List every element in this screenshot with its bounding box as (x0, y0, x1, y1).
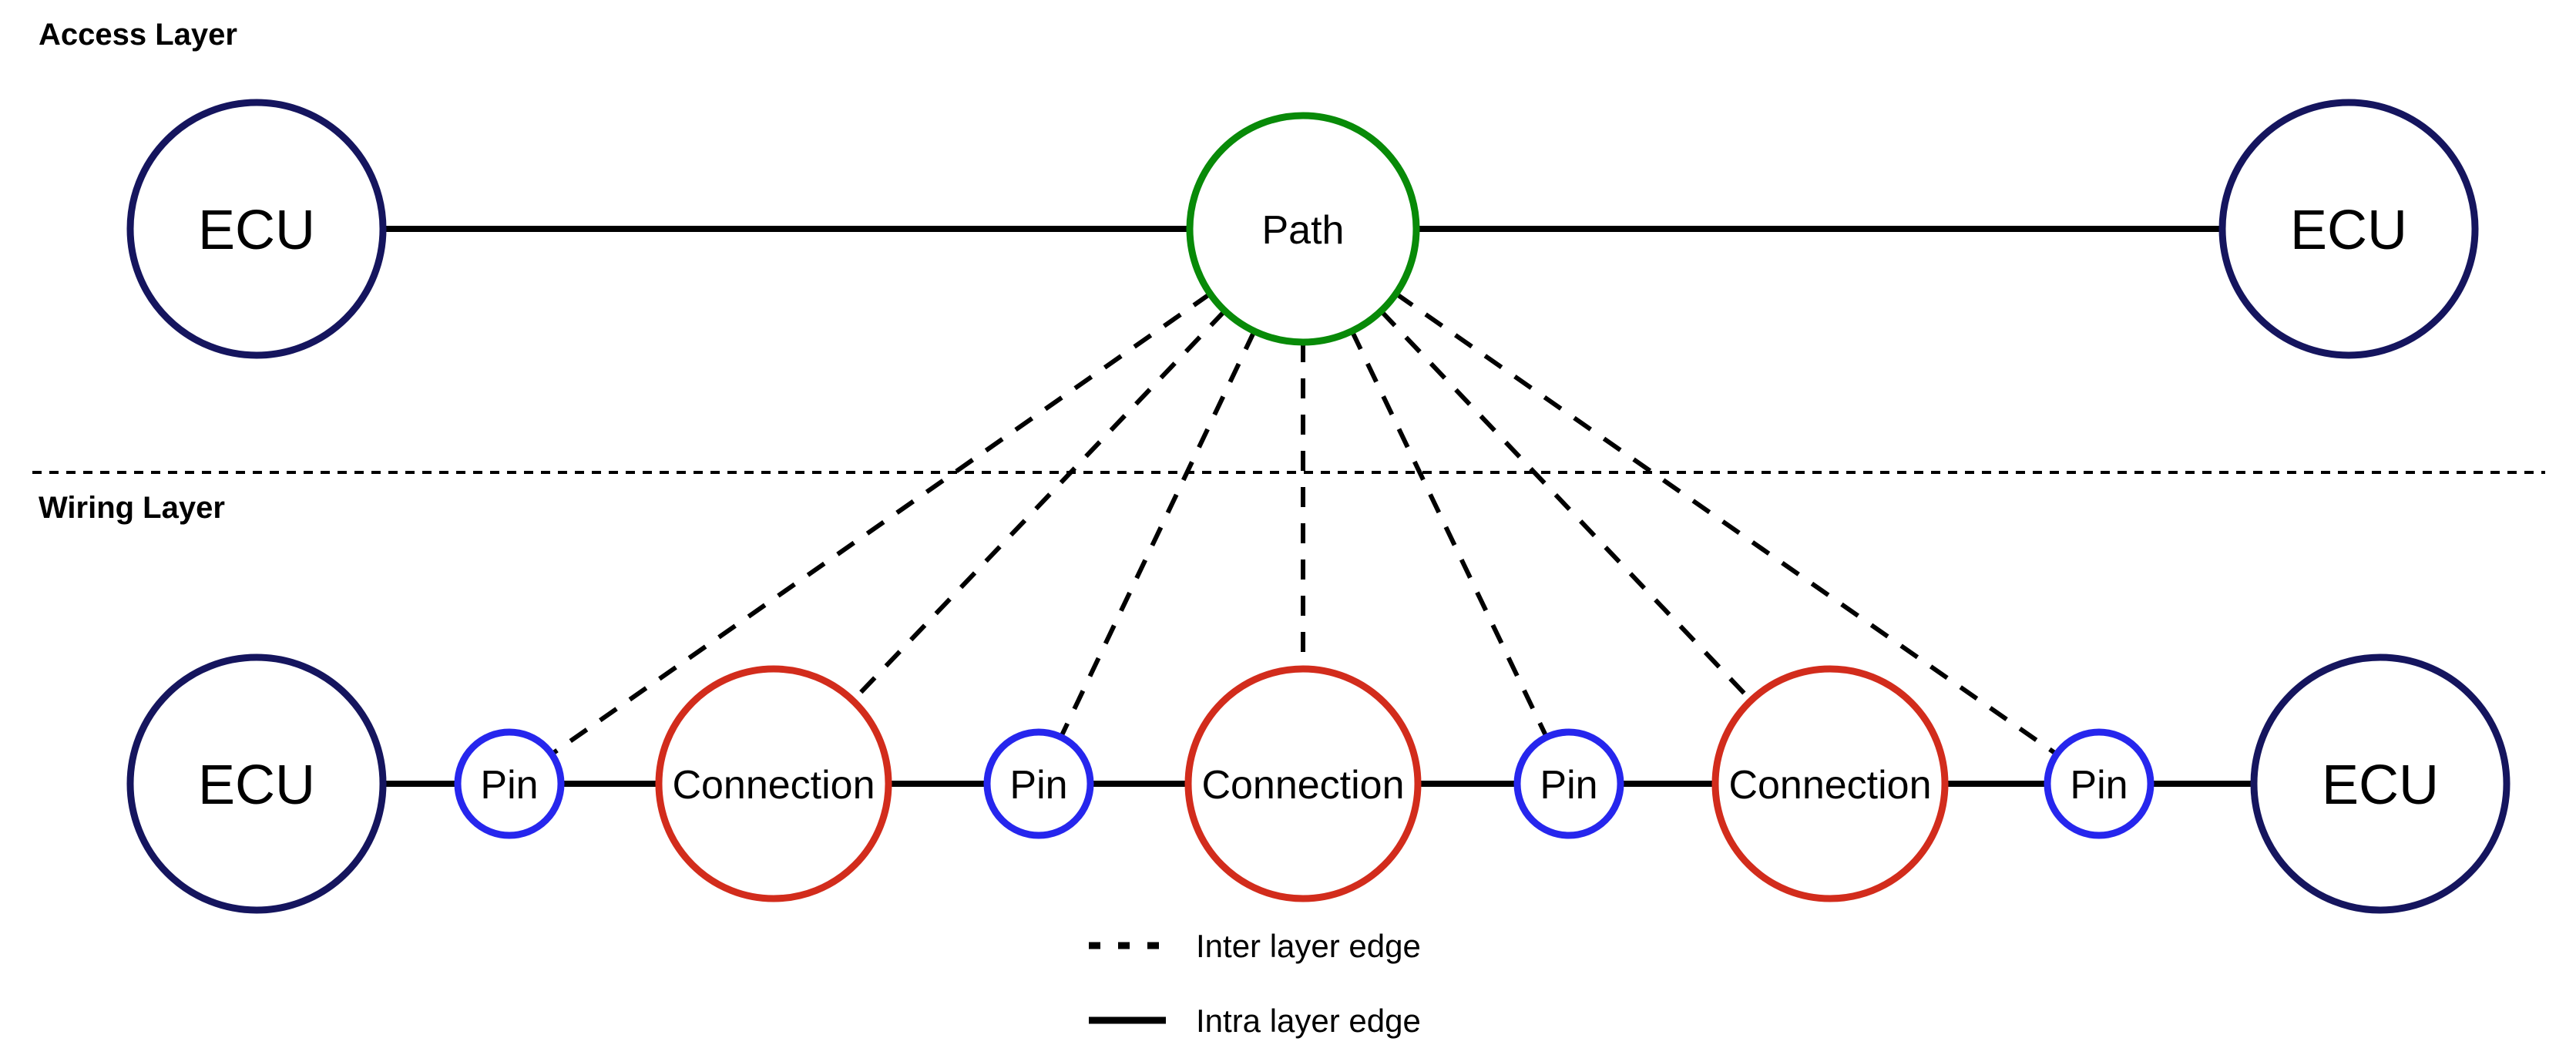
inter-edge-path--connection-3 (1379, 309, 1753, 703)
inter-edge-path--pin-2 (1059, 330, 1257, 738)
node-label-ecu-access-right: ECU (2290, 200, 2407, 261)
legend-label-inter-layer-edge: Inter layer edge (1196, 928, 1421, 964)
intra-layer-edges (383, 226, 2254, 787)
inter-edge-path--pin-4 (1394, 291, 2058, 757)
inter-edge-path--pin-1 (550, 291, 1212, 757)
node-ecu-wiring-right (2250, 653, 2511, 914)
node-connection-1 (655, 665, 892, 902)
node-pin-3 (1513, 728, 1624, 839)
node-label-connection-3: Connection (1728, 763, 1931, 808)
node-pin-1 (454, 728, 565, 839)
node-label-pin-1: Pin (480, 763, 538, 808)
node-connection-2 (1184, 665, 1422, 902)
wiring-layer-title: Wiring Layer (39, 491, 225, 525)
node-label-ecu-wiring-right: ECU (2322, 754, 2439, 816)
node-label-ecu-access-left: ECU (198, 200, 315, 261)
node-label-pin-3: Pin (1540, 763, 1597, 808)
access-layer-title: Access Layer (39, 18, 237, 52)
node-label-pin-4: Pin (2070, 763, 2128, 808)
inter-edge-path--connection-1 (851, 309, 1227, 703)
node-label-path: Path (1262, 208, 1345, 253)
legend-label-intra-layer-edge: Intra layer edge (1196, 1003, 1421, 1039)
node-ecu-access-left (126, 99, 387, 359)
node-pin-4 (2044, 728, 2155, 839)
node-label-connection-1: Connection (672, 763, 875, 808)
node-path (1186, 112, 1420, 346)
node-connection-3 (1711, 665, 1949, 902)
node-ecu-wiring-left (126, 653, 387, 914)
node-ecu-access-right (2218, 99, 2479, 359)
legend: Inter layer edge Intra layer edge (1089, 928, 1421, 1039)
node-label-pin-2: Pin (1009, 763, 1067, 808)
node-label-connection-2: Connection (1201, 763, 1404, 808)
inter-layer-edges (550, 291, 2058, 757)
inter-edge-path--pin-3 (1349, 330, 1549, 738)
node-label-ecu-wiring-left: ECU (198, 754, 315, 816)
node-pin-2 (983, 728, 1094, 839)
